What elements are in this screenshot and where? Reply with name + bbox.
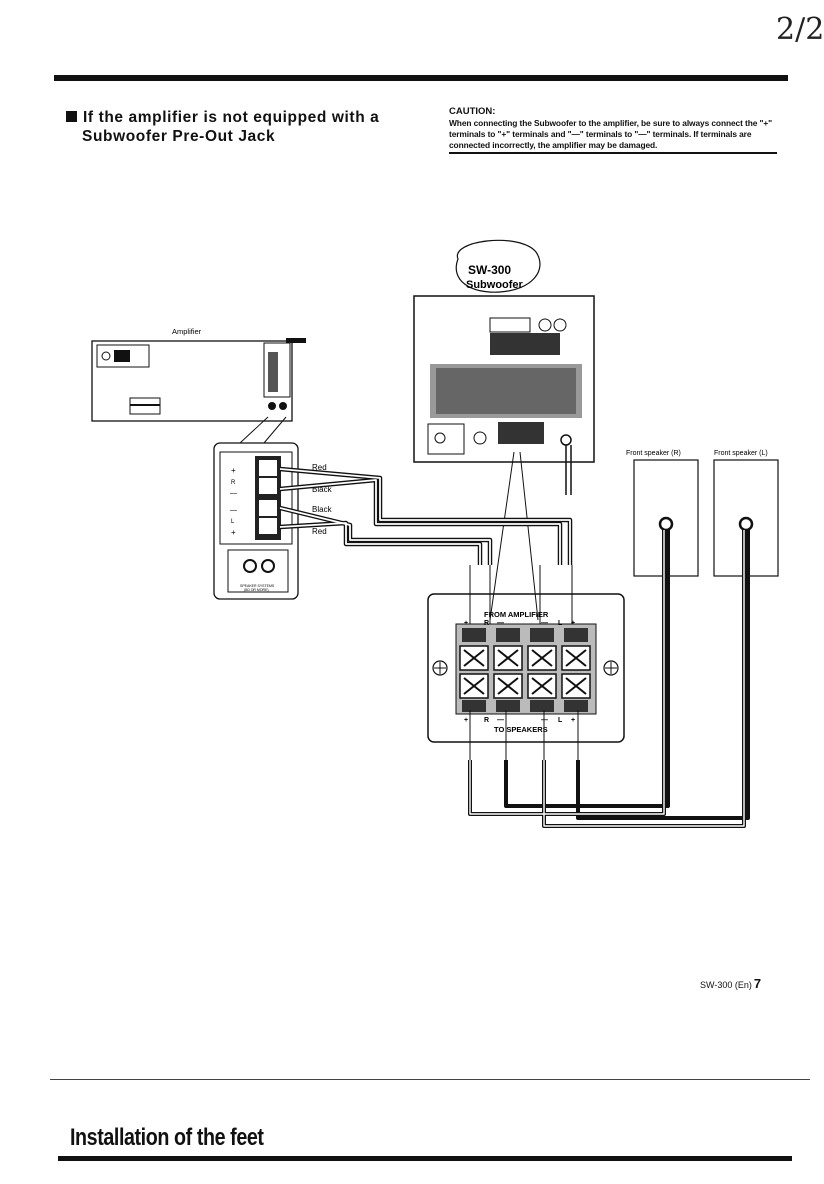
wire-label-red-1: Red xyxy=(312,463,327,472)
section-heading: If the amplifier is not equipped with a … xyxy=(66,108,426,146)
terminal-top-l: L xyxy=(558,620,563,627)
subwoofer-model: SW-300 xyxy=(468,263,511,277)
handwritten-annotation: 2/2 xyxy=(776,12,824,47)
section-divider xyxy=(50,1079,810,1080)
caution-text: When connecting the Subwoofer to the amp… xyxy=(449,118,773,150)
wire-label-black-1: Black xyxy=(312,485,333,494)
terminal-bottom-minus-r: — xyxy=(497,717,504,724)
amp-inset-caption-1: SPEAKER SYSTEMS xyxy=(240,584,275,588)
terminal-bottom-l: L xyxy=(558,717,563,724)
amp-terminal-l: L xyxy=(231,519,235,525)
terminal-top-minus-l: — xyxy=(541,620,548,627)
terminal-bottom-plus-r: + xyxy=(464,717,468,724)
amp-terminal-minus2: — xyxy=(230,507,237,514)
caution-title: CAUTION: xyxy=(449,106,496,117)
terminal-bottom-r: R xyxy=(484,717,489,724)
square-bullet-icon xyxy=(66,111,77,122)
amp-terminal-plus2: + xyxy=(231,528,236,537)
amp-terminal-minus1: — xyxy=(230,490,237,497)
amplifier-label: Amplifier xyxy=(172,327,202,336)
amp-terminal-plus1: + xyxy=(231,466,236,475)
next-section-title: Installation of the feet xyxy=(70,1124,264,1151)
subwoofer-unit xyxy=(413,295,595,463)
heading-line2: Subwoofer Pre-Out Jack xyxy=(82,128,276,145)
front-speaker-l-label: Front speaker (L) xyxy=(714,450,768,457)
amplifier-unit xyxy=(91,338,306,422)
amp-terminal-r: R xyxy=(231,480,236,486)
top-rule xyxy=(54,75,788,81)
caution-rule xyxy=(449,152,777,154)
amplifier-terminal-inset xyxy=(213,442,299,600)
footer-page: 7 xyxy=(753,976,762,991)
terminal-top-plus-r: + xyxy=(464,620,468,627)
page-number: SW-300 (En)7 xyxy=(700,976,761,991)
subwoofer-terminal-panel xyxy=(427,593,625,743)
caution-box: CAUTION: When connecting the Subwoofer t… xyxy=(449,106,777,154)
footer-model: SW-300 (En) xyxy=(700,980,752,990)
heading-line1: If the amplifier is not equipped with a xyxy=(83,109,380,126)
terminal-bottom-plus-l: + xyxy=(571,717,575,724)
wire-label-red-2: Red xyxy=(312,527,327,536)
wire-label-black-2: Black xyxy=(312,505,333,514)
subwoofer-callout-circle xyxy=(455,239,541,293)
subwoofer-label: Subwoofer xyxy=(466,279,524,291)
front-speaker-r-label: Front speaker (R) xyxy=(626,450,681,457)
terminal-top-r: R xyxy=(484,620,489,627)
terminal-top-plus-l: + xyxy=(571,620,575,627)
terminal-top-minus-r: — xyxy=(497,620,504,627)
panel-bottom-label: TO SPEAKERS xyxy=(494,725,548,734)
panel-top-label: FROM AMPLIFIER xyxy=(484,610,549,619)
amp-inset-caption-2: (8Ω OR MORE) xyxy=(244,588,269,592)
bottom-rule xyxy=(58,1156,792,1161)
